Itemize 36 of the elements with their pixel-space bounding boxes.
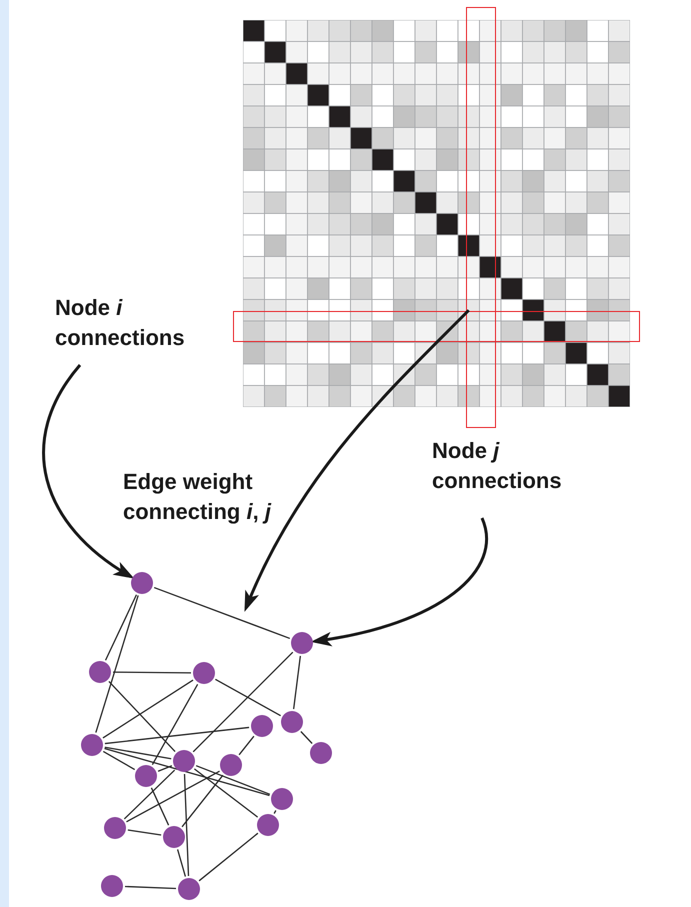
graph-edge [196, 765, 270, 795]
graph-edge [124, 770, 176, 820]
graph-edge [152, 684, 198, 765]
graph-edge [104, 746, 172, 760]
edge-weight-label: Edge weight connecting i, j [123, 468, 272, 526]
adjacency-matrix-drawing [243, 20, 630, 407]
graph-edge [215, 678, 281, 716]
graph-edge [300, 731, 313, 744]
graph-edge [104, 748, 270, 796]
graph-edge [104, 726, 250, 744]
graph-edge [95, 595, 139, 733]
graph-edge [104, 594, 138, 661]
graph-edge [154, 586, 290, 640]
graph-edge [194, 768, 258, 818]
curved-arrow [42, 364, 134, 579]
graph-edge [176, 849, 186, 877]
graph-edge [198, 832, 258, 882]
graph-edge [126, 770, 220, 822]
graph-edge [158, 765, 172, 772]
graph-edge [184, 774, 190, 876]
node-label: Node i connections [55, 293, 225, 353]
graph-edge [128, 829, 162, 836]
graph-edge [192, 652, 294, 752]
graph-edge [238, 736, 254, 756]
graph-edge [108, 681, 176, 752]
curved-arrow [310, 518, 488, 646]
graph-edge [182, 774, 224, 828]
graph-edge [274, 810, 276, 814]
node-label: Node j connections [432, 436, 597, 496]
graph-edge [124, 886, 176, 890]
graph-edge [102, 750, 136, 770]
graph-edge [150, 788, 170, 826]
graph-edge [102, 679, 194, 739]
graph-edge [293, 656, 301, 710]
curved-arrow [244, 309, 470, 612]
graph-edge [113, 671, 191, 674]
